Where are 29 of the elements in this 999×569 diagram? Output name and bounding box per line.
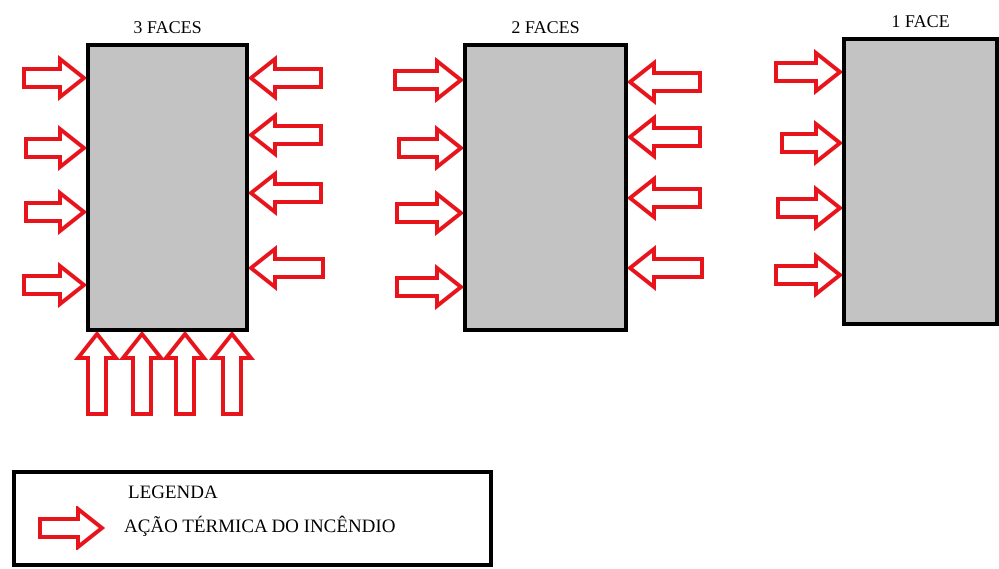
section-heading: 1 FACE — [890, 11, 951, 32]
heat-arrow — [626, 58, 702, 106]
heat-arrow — [395, 264, 464, 310]
section-heading: 2 FACES — [510, 17, 581, 38]
legend-text: AÇÃO TÉRMICA DO INCÊNDIO — [124, 516, 396, 538]
heat-arrow — [248, 112, 323, 158]
heat-arrow — [780, 120, 844, 166]
heat-arrow — [248, 244, 325, 292]
heat-arrow — [397, 124, 464, 172]
heat-arrow — [393, 56, 464, 104]
section-heading: 3 FACES — [132, 17, 203, 38]
heat-arrow — [24, 124, 88, 172]
heat-arrow — [118, 330, 166, 416]
heat-arrow — [74, 330, 120, 416]
heat-arrow — [208, 330, 256, 416]
heat-arrow — [774, 48, 844, 96]
legend-title: LEGENDA — [128, 482, 218, 504]
heat-arrow — [395, 190, 464, 236]
heat-arrow — [626, 114, 702, 160]
heat-arrow — [626, 244, 704, 292]
heat-arrow — [248, 170, 323, 216]
heat-arrow — [774, 252, 844, 298]
heat-arrow — [248, 54, 323, 102]
heat-arrow — [22, 54, 88, 102]
heat-arrow — [626, 174, 702, 222]
heat-arrow — [24, 188, 88, 236]
heat-arrow — [22, 262, 88, 308]
heat-arrow — [776, 184, 844, 232]
heat-arrow — [162, 330, 208, 416]
